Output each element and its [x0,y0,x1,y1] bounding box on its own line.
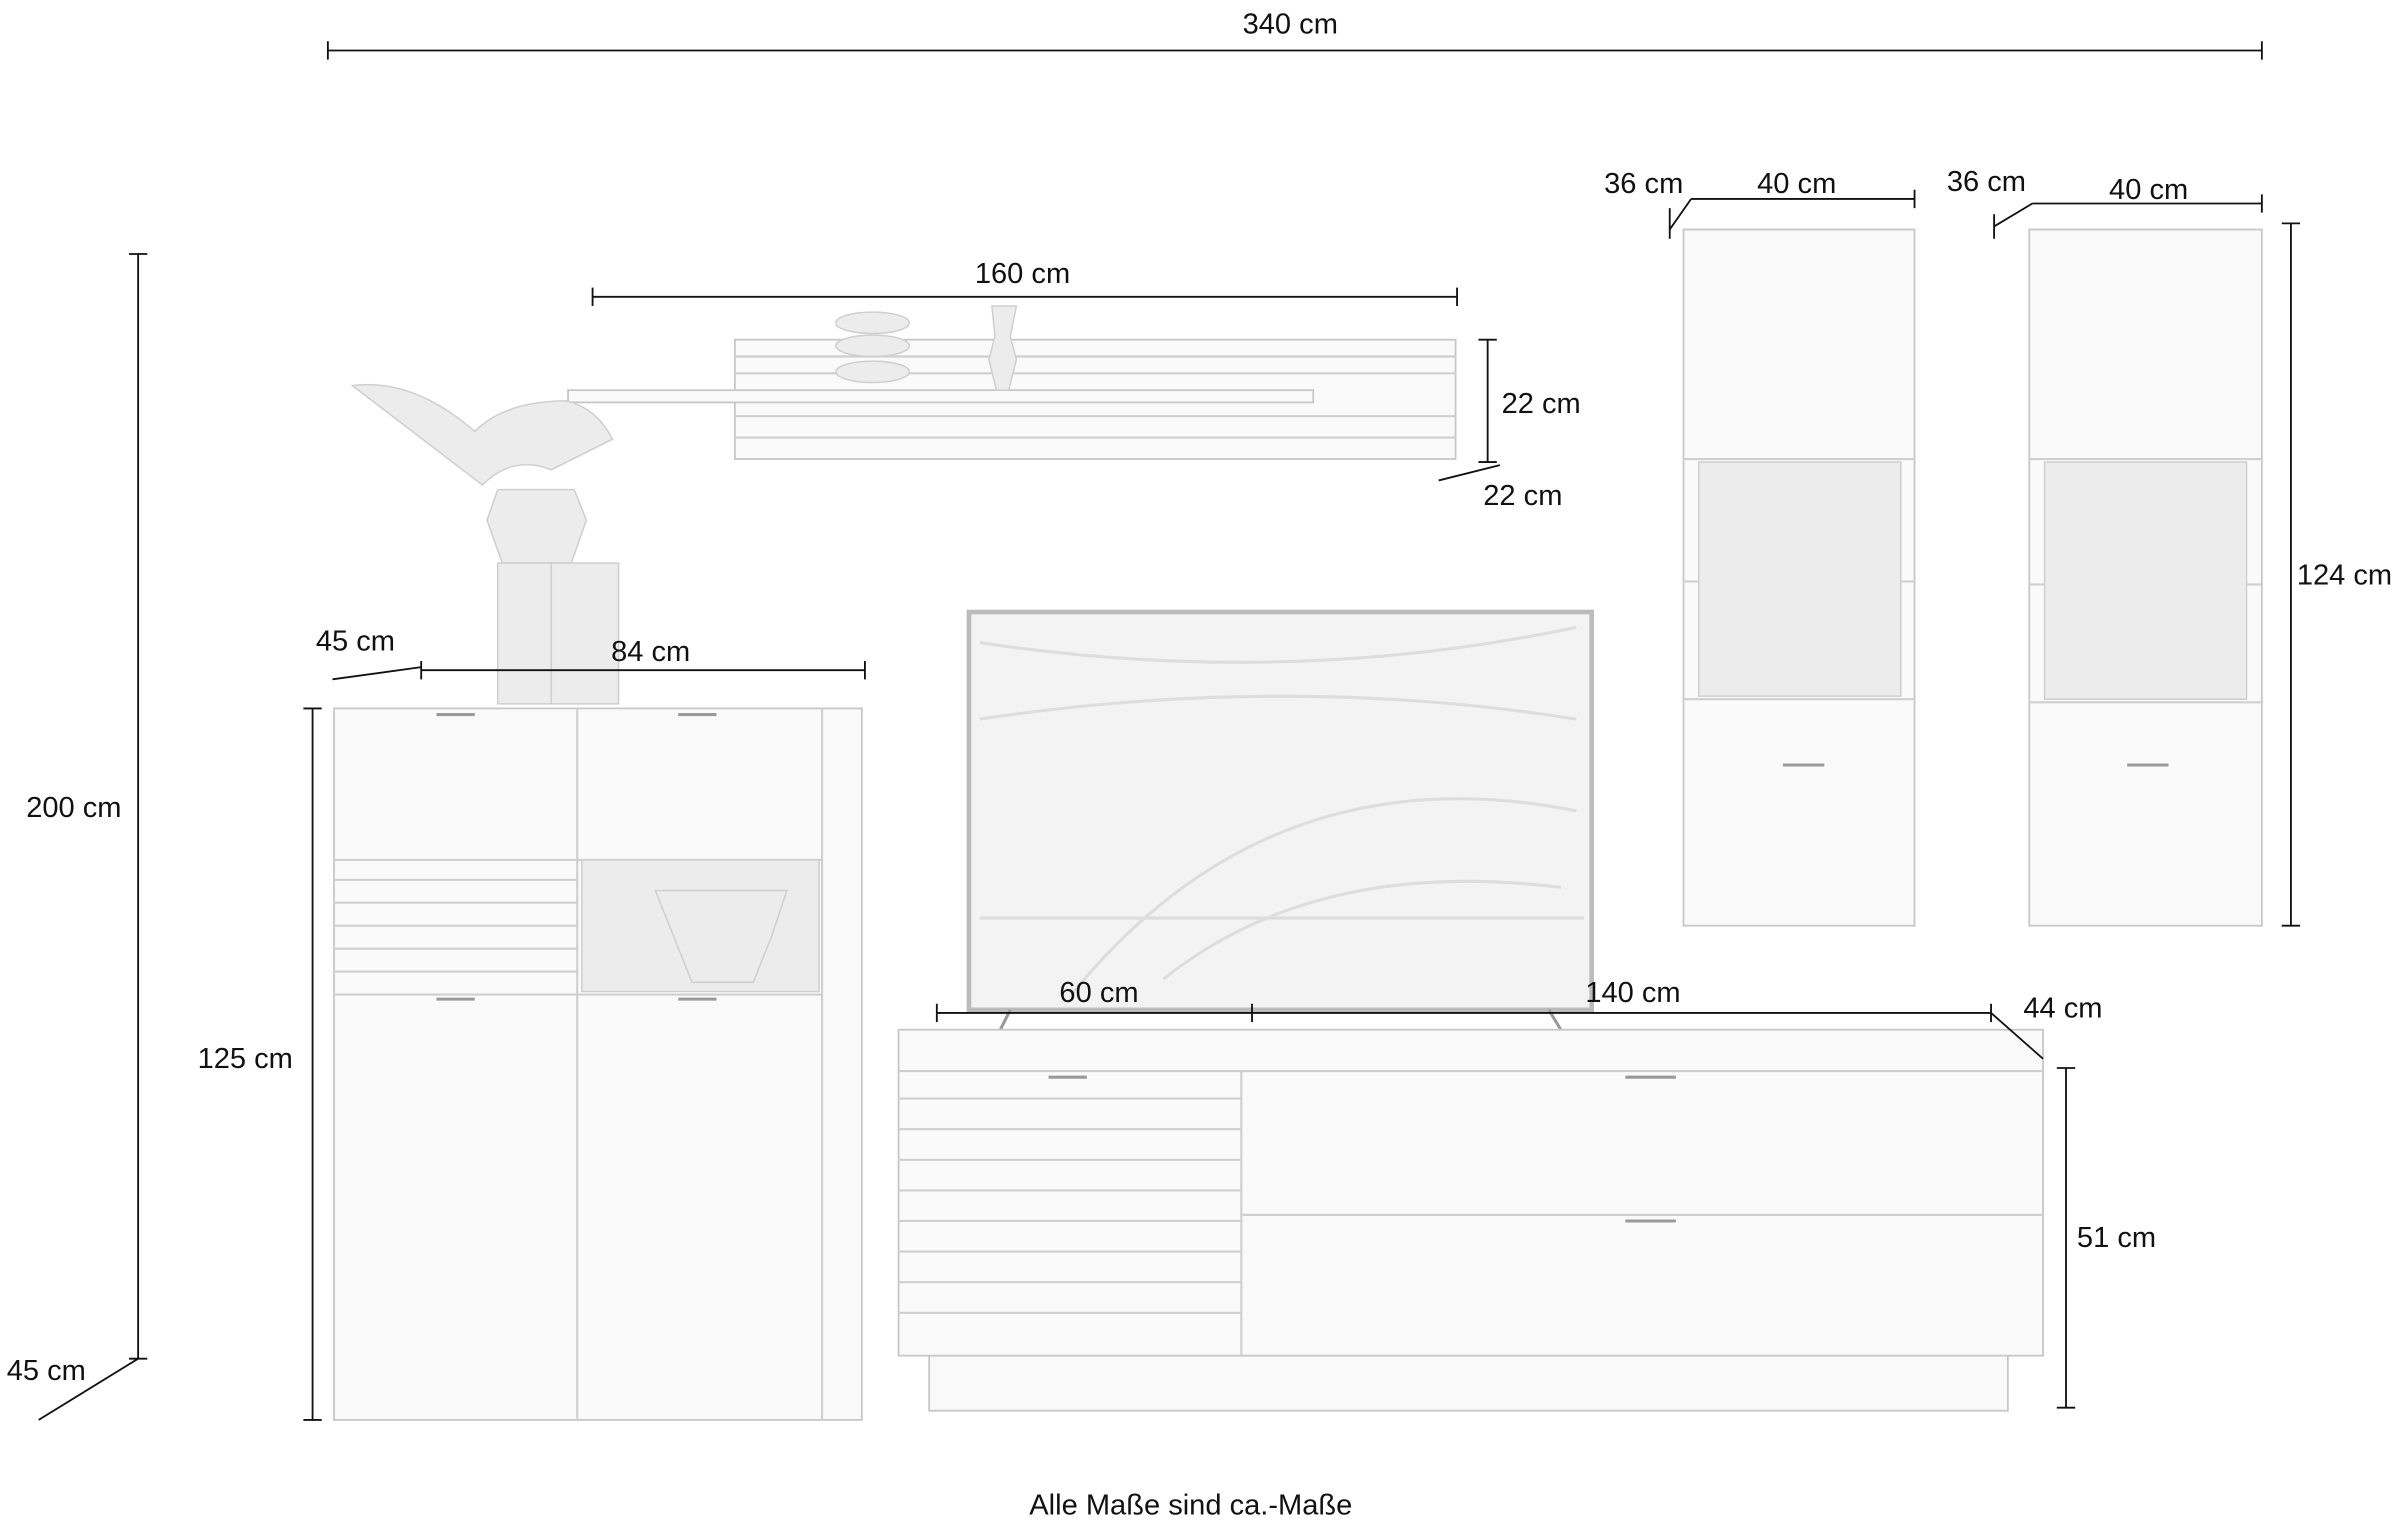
total-width-label: 340 cm [1243,9,1338,41]
highboard-height-label: 125 cm [198,1043,293,1075]
plant-vase-decor [350,383,620,705]
dimension-lines [38,41,2301,1421]
shelf-depth-label: 22 cm [1483,480,1562,512]
total-height-label: 200 cm [26,792,121,824]
lowboard-height-label: 51 cm [2077,1222,2156,1254]
television [966,609,1594,1057]
footer-note: Alle Maße sind ca.-Maße [1029,1490,1352,1522]
vitrine-left [1682,228,1916,927]
shelf-height-label: 22 cm [1502,388,1581,420]
shelf-width-label: 160 cm [975,258,1070,290]
vitrine-right [2028,228,2263,927]
vitrine-height-label: 124 cm [2297,559,2392,591]
lowboard [897,1028,2044,1412]
lowboard-depth-label: 44 cm [2023,992,2102,1024]
wall-shelf [567,305,1457,460]
highboard-depth-label: 45 cm [316,625,395,657]
vitrine2-width-label: 40 cm [2109,174,2188,206]
highboard [333,707,863,1421]
vitrine2-depth-label: 36 cm [1947,166,2026,198]
tv-section-width-label: 60 cm [1059,977,1138,1009]
vitrine1-width-label: 40 cm [1757,168,1836,200]
total-depth-label: 45 cm [7,1355,86,1387]
highboard-width-label: 84 cm [611,636,690,668]
vitrine1-depth-label: 36 cm [1604,168,1683,200]
lowboard-width-label: 140 cm [1585,977,1680,1009]
